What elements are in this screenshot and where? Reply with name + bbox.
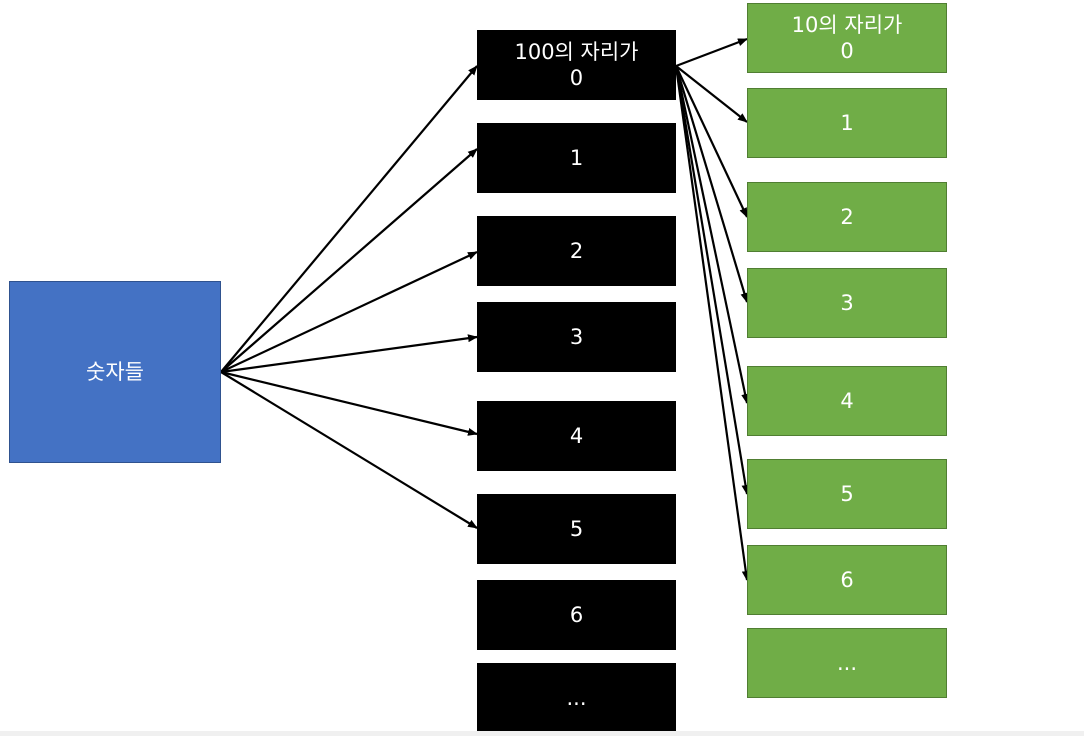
tens-box-3: 3 — [747, 268, 947, 338]
tens-label: 1 — [840, 111, 854, 135]
hundreds-label: 6 — [569, 603, 584, 627]
tens-label: 3 — [840, 291, 854, 315]
tens-label: ... — [836, 651, 858, 675]
tens-box-5: 5 — [747, 459, 947, 529]
tens-box-2: 2 — [747, 182, 947, 252]
tens-label: 4 — [840, 389, 854, 413]
tens-label: 10의 자리가 0 — [791, 13, 903, 63]
source-label: 숫자들 — [86, 360, 144, 384]
arrow-hundreds0-to-tens-4 — [674, 65, 750, 404]
hundreds-label: 2 — [569, 239, 584, 263]
hundreds-box-6: 6 — [477, 580, 676, 650]
arrow-hundreds0-to-tens-6 — [674, 65, 750, 581]
arrow-source-to-hundreds-2 — [220, 251, 478, 373]
hundreds-label: 3 — [569, 325, 584, 349]
tens-box-6: 6 — [747, 545, 947, 615]
hundreds-box-5: 5 — [477, 494, 676, 564]
arrow-source-to-hundreds-5 — [220, 371, 478, 529]
arrow-source-to-hundreds-4 — [220, 370, 478, 436]
tens-box-1: 1 — [747, 88, 947, 158]
source-box: 숫자들 — [9, 281, 221, 463]
hundreds-label: 5 — [569, 517, 584, 541]
arrow-hundreds0-to-tens-1 — [675, 65, 748, 123]
tens-label: 6 — [840, 568, 854, 592]
tens-label: 2 — [840, 205, 854, 229]
hundreds-box-3: 3 — [477, 302, 676, 372]
arrow-source-to-hundreds-0 — [220, 65, 478, 373]
hundreds-label: 4 — [569, 424, 584, 448]
tens-label: 5 — [840, 482, 854, 506]
hundreds-box-0: 100의 자리가 0 — [477, 30, 676, 100]
hundreds-label: 1 — [569, 146, 584, 170]
hundreds-label: 100의 자리가 0 — [514, 40, 639, 90]
tens-box-0: 10의 자리가 0 — [747, 3, 947, 73]
arrow-source-to-hundreds-3 — [220, 334, 478, 374]
arrow-hundreds0-to-tens-2 — [675, 65, 748, 218]
arrow-hundreds0-to-tens-0 — [675, 37, 748, 68]
arrow-hundreds0-to-tens-5 — [674, 65, 750, 495]
arrow-hundreds0-to-tens-3 — [674, 65, 749, 303]
hundreds-box-1: 1 — [477, 123, 676, 193]
bottom-strip — [0, 731, 1084, 736]
tens-box-4: 4 — [747, 366, 947, 436]
hundreds-box-7: ... — [477, 663, 676, 733]
hundreds-box-4: 4 — [477, 401, 676, 471]
hundreds-box-2: 2 — [477, 216, 676, 286]
tens-box-7: ... — [747, 628, 947, 698]
hundreds-label: ... — [566, 686, 587, 710]
arrow-source-to-hundreds-1 — [220, 148, 478, 373]
